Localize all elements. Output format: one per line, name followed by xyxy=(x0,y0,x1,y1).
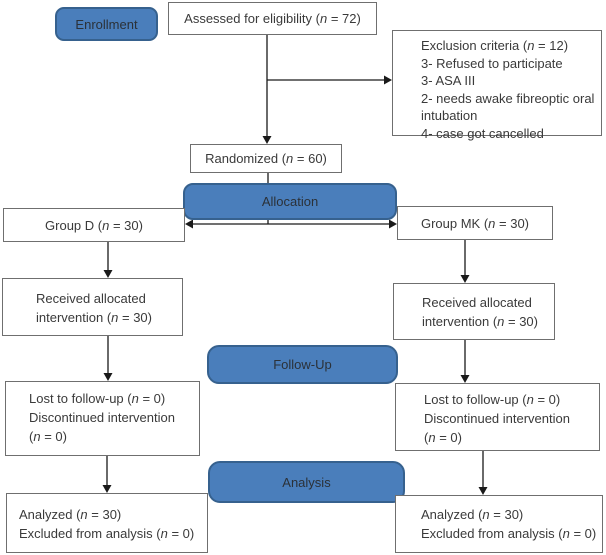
arrowhead-down xyxy=(102,485,112,493)
lost-line: Lost to follow-up (n = 0) xyxy=(29,391,166,406)
stage-label-enrollment: Enrollment xyxy=(55,7,158,41)
arrowhead-right xyxy=(389,219,397,229)
analyzed-line: Excluded from analysis (n = 0) xyxy=(421,526,597,541)
randomized-text: Randomized (n = 60) xyxy=(205,151,327,166)
received-intervention-box-right: Received allocated intervention (n = 30) xyxy=(393,283,555,340)
arrow-to-exclusion xyxy=(267,75,392,85)
analyzed-box-right: Analyzed (n = 30) Excluded from analysis… xyxy=(395,495,603,553)
stage-label-analysis: Analysis xyxy=(208,461,405,503)
group-mk-box: Group MK (n = 30) xyxy=(397,206,553,240)
group-mk-text: Group MK (n = 30) xyxy=(420,215,530,231)
received-line: intervention (n = 30) xyxy=(36,310,152,325)
stage-label-text: Follow-Up xyxy=(273,357,332,372)
received-line: Received allocated xyxy=(36,291,146,306)
arrow-groupmk-to-received xyxy=(460,240,470,283)
arrow-lost-to-analyzed-right xyxy=(478,451,488,495)
exclusion-line: Exclusion criteria (n = 12) xyxy=(421,38,569,53)
lost-line: (n = 0) xyxy=(29,429,67,444)
arrow-received-to-lost-left xyxy=(103,336,113,381)
lost-line: Discontinued intervention xyxy=(29,410,175,425)
analyzed-box-left: Analyzed (n = 30) Excluded from analysis… xyxy=(6,493,208,553)
analyzed-line: Excluded from analysis (n = 0) xyxy=(19,526,195,541)
received-line: Received allocated xyxy=(422,295,532,310)
analyzed-line: Analyzed (n = 30) xyxy=(19,507,122,522)
arrowhead-down xyxy=(478,487,488,495)
randomized-box: Randomized (n = 60) xyxy=(190,144,342,173)
group-d-text: Group D (n = 30) xyxy=(45,217,143,233)
lost-to-followup-box-left: Lost to follow-up (n = 0) Discontinued i… xyxy=(5,381,200,456)
arrow-lost-to-analyzed-left xyxy=(102,456,112,493)
arrowhead-left xyxy=(185,219,193,229)
arrowhead-down xyxy=(262,136,272,144)
lost-line: Discontinued intervention xyxy=(424,411,570,426)
assessed-text: Assessed for eligibility (n = 72) xyxy=(184,11,361,26)
received-line: intervention (n = 30) xyxy=(422,314,538,329)
exclusion-line: 2- needs awake fibreoptic oral intubatio… xyxy=(421,90,595,124)
arrow-assessed-to-randomized xyxy=(262,35,272,144)
arrowhead-right xyxy=(384,75,392,85)
exclusion-line: 3- Refused to participate xyxy=(421,55,563,71)
assessed-box: Assessed for eligibility (n = 72) xyxy=(168,2,377,35)
exclusion-line: 4- case got cancelled xyxy=(421,125,544,141)
arrowhead-down xyxy=(103,373,113,381)
exclusion-line: 3- ASA III xyxy=(421,73,476,88)
stage-label-text: Allocation xyxy=(261,194,319,209)
stage-label-text: Analysis xyxy=(282,474,331,490)
stage-label-text: Enrollment xyxy=(75,16,138,32)
lost-line: (n = 0) xyxy=(424,430,462,445)
arrow-groupd-to-received xyxy=(103,242,113,278)
arrowhead-down xyxy=(460,375,470,383)
exclusion-box: Exclusion criteria (n = 12) 3- Refused t… xyxy=(392,30,602,141)
lost-line: Lost to follow-up (n = 0) xyxy=(424,392,561,407)
arrow-allocation-split xyxy=(185,219,397,229)
arrowhead-down xyxy=(103,270,113,278)
lost-to-followup-box-right: Lost to follow-up (n = 0) Discontinued i… xyxy=(395,383,600,451)
stage-label-followup: Follow-Up xyxy=(207,345,398,384)
analyzed-line: Analyzed (n = 30) xyxy=(421,507,524,522)
arrowhead-down xyxy=(460,275,470,283)
stage-label-allocation: Allocation xyxy=(183,183,397,220)
group-d-box: Group D (n = 30) xyxy=(3,208,185,242)
arrow-received-to-lost-right xyxy=(460,340,470,383)
received-intervention-box-left: Received allocated intervention (n = 30) xyxy=(2,278,183,336)
